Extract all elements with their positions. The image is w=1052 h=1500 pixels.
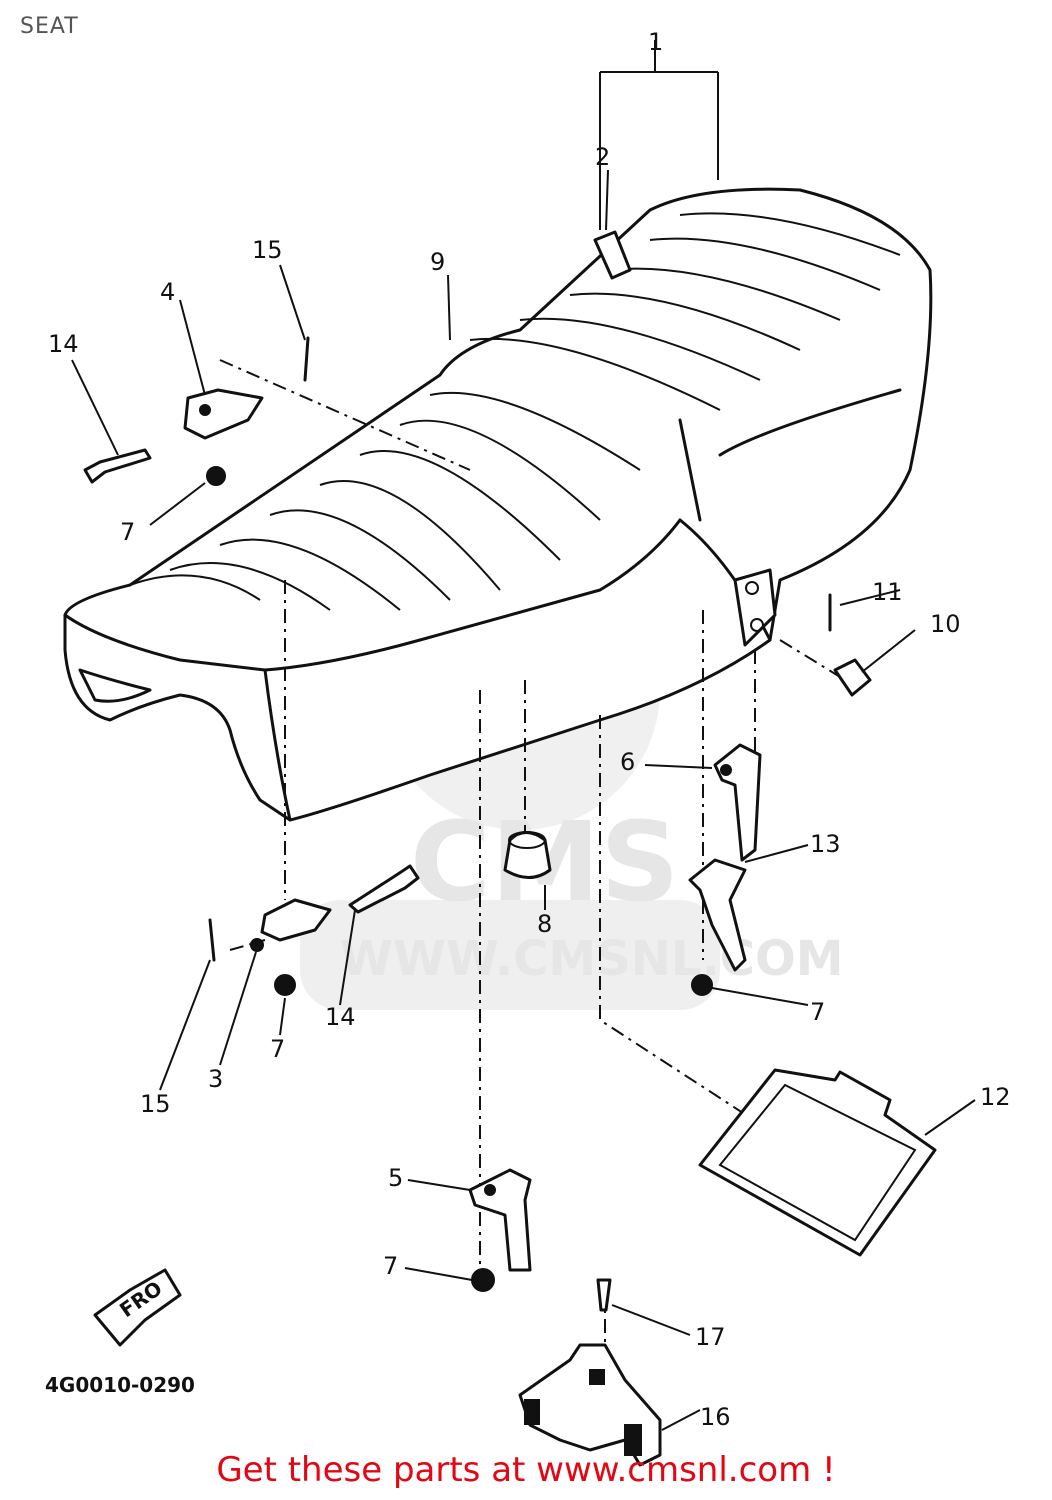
callout-7-bottom: 7 (383, 1252, 398, 1280)
callout-15-upper: 15 (252, 236, 283, 264)
bolt-14-lower (348, 864, 420, 914)
callout-16: 16 (700, 1403, 731, 1431)
bolt-10 (833, 658, 872, 697)
page-title: SEAT (20, 14, 79, 39)
callout-1: 1 (648, 28, 663, 56)
tray-12 (698, 1068, 937, 1257)
callout-7-lower: 7 (270, 1035, 285, 1063)
callout-11: 11 (872, 578, 903, 606)
callouts: 1 2 9 15 4 14 7 11 10 6 13 8 7 14 7 3 15… (48, 28, 1011, 1431)
bracket-13 (688, 858, 747, 972)
pin-15-lower (208, 918, 216, 962)
callout-15-lower: 15 (140, 1090, 171, 1118)
nut-7-lower-right (691, 974, 713, 996)
leader-lines (71, 169, 976, 1431)
damper-8 (503, 831, 552, 879)
callout-14-lower: 14 (325, 1003, 356, 1031)
nut-7-upper (206, 466, 226, 486)
front-arrow-icon: FRO (93, 1268, 182, 1347)
callout-9: 9 (430, 248, 445, 276)
nut-7-bottom (471, 1268, 495, 1292)
callout-13: 13 (810, 830, 841, 858)
pin-15-upper (303, 336, 310, 382)
callout-17: 17 (695, 1323, 726, 1351)
callout-14-upper: 14 (48, 330, 79, 358)
seat (63, 187, 933, 822)
bolt-14-upper (83, 448, 152, 484)
callout-3: 3 (208, 1065, 223, 1093)
lock-16 (518, 1343, 662, 1467)
callout-2: 2 (595, 143, 610, 171)
callout-4: 4 (160, 278, 175, 306)
bracket-6 (713, 743, 762, 862)
callout-5: 5 (388, 1164, 403, 1192)
bolt-17 (596, 1278, 612, 1312)
diagram-code: 4G0010-0290 (45, 1373, 195, 1397)
bracket-3 (250, 898, 332, 952)
callout-7-upper: 7 (120, 518, 135, 546)
bracket-5 (468, 1168, 532, 1272)
callout-7-right: 7 (810, 998, 825, 1026)
bracket-4 (183, 388, 264, 440)
callout-1-leader (599, 40, 719, 230)
watermark-url: WWW.CMSNL.COM (340, 931, 844, 987)
footer-link[interactable]: Get these parts at www.cmsnl.com ! (216, 1450, 836, 1490)
callout-10: 10 (930, 610, 961, 638)
nut-7-lower-left (274, 974, 296, 996)
callout-12: 12 (980, 1083, 1011, 1111)
callout-6: 6 (620, 748, 635, 776)
callout-8: 8 (537, 910, 552, 938)
